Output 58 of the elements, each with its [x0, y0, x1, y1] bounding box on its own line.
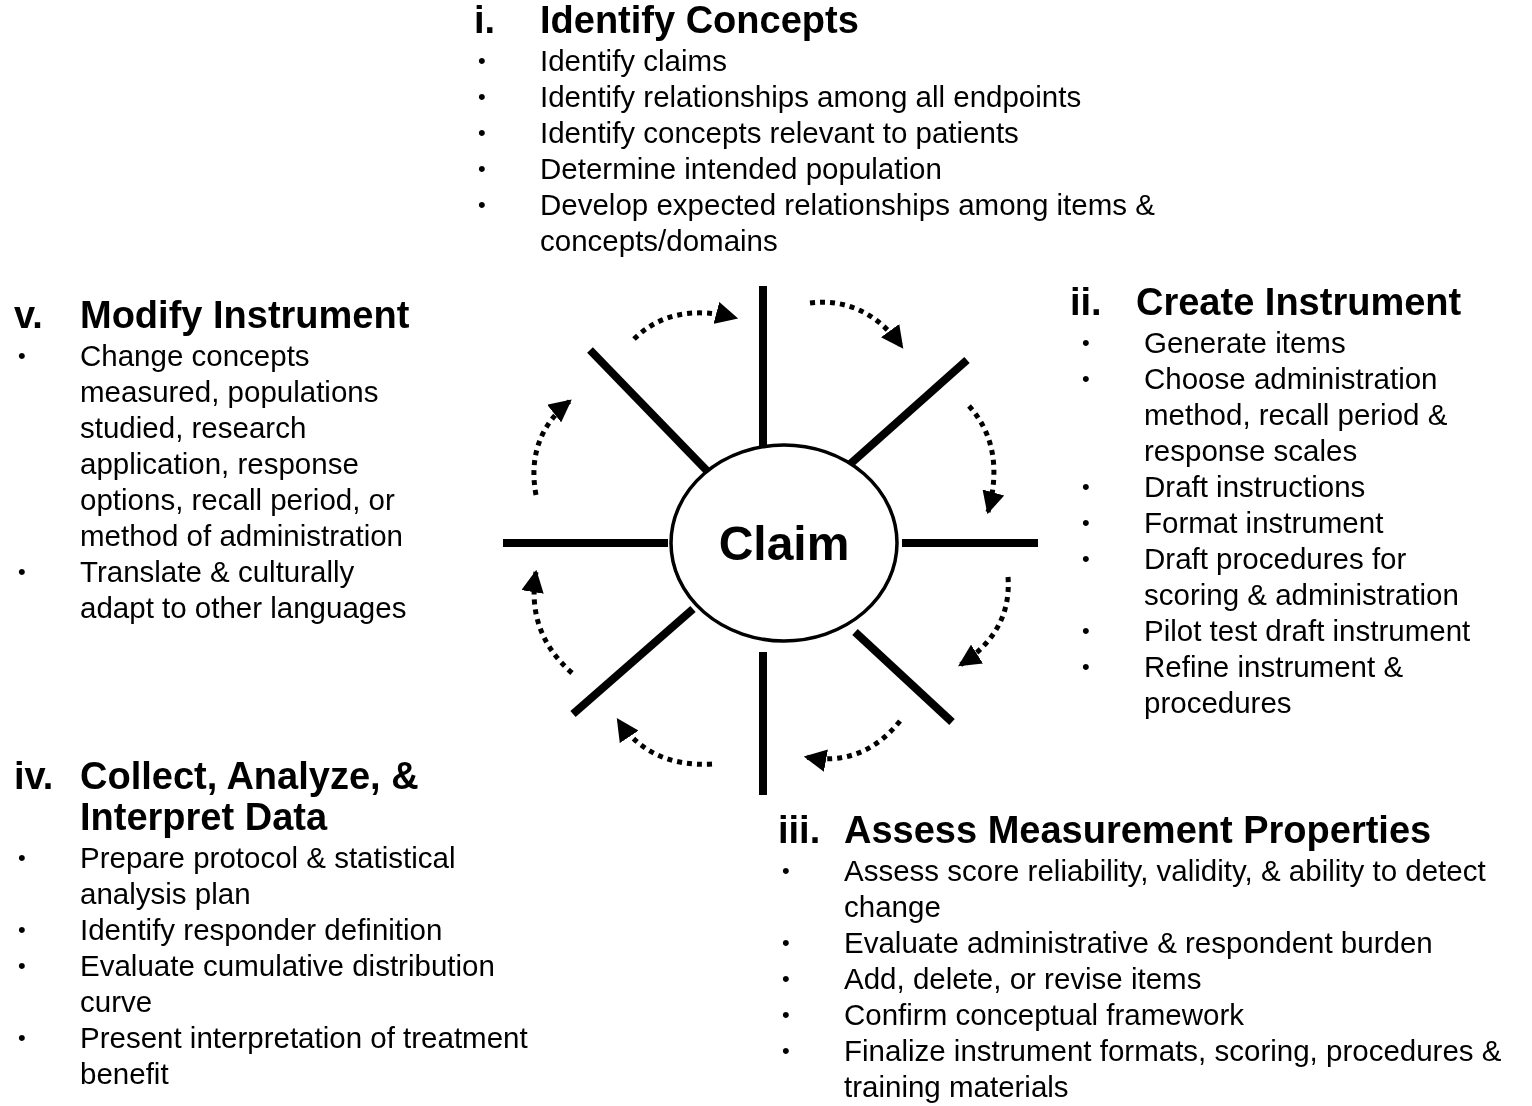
bullet-marker: •: [781, 1001, 791, 1029]
bullet-text: Add, delete, or revise items: [844, 961, 1203, 997]
bullet-marker: •: [477, 83, 487, 111]
bullet-marker: •: [781, 965, 791, 993]
bullet-text: Identify relationships among all endpoints: [540, 79, 1083, 115]
section-number: i.: [474, 0, 497, 41]
bullet-text: Format instrument: [1144, 505, 1385, 541]
bullet-marker: •: [1081, 473, 1091, 501]
section-heading: Collect, Analyze, & Interpret Data: [80, 756, 420, 838]
bullet-marker: •: [477, 155, 487, 183]
section-number: ii.: [1070, 282, 1103, 323]
bullet-marker: •: [1081, 365, 1091, 393]
bullet-text: Identify claims: [540, 43, 728, 79]
section-heading: Create Instrument: [1136, 282, 1463, 323]
bullet-marker: •: [17, 558, 27, 586]
section-heading: Identify Concepts: [540, 0, 860, 41]
bullet-text: Draft procedures for scoring & administration: [1144, 541, 1460, 613]
bullet-marker: •: [17, 952, 27, 980]
bullet-marker: •: [17, 844, 27, 872]
bullet-marker: •: [477, 191, 487, 219]
bullet-marker: •: [1081, 617, 1091, 645]
bullet-marker: •: [17, 342, 27, 370]
node-label: Claim: [718, 515, 850, 571]
claim-ellipse: [669, 443, 899, 643]
bullet-marker: •: [781, 1037, 791, 1065]
bullet-marker: •: [1081, 545, 1091, 573]
bullet-text: Assess score reliability, validity, & ability to detect change: [844, 853, 1487, 925]
bullet-marker: •: [17, 1024, 27, 1052]
section-number: iii.: [778, 810, 822, 851]
bullet-text: Translate & culturally adapt to other languages: [80, 554, 408, 626]
section-number: v.: [14, 295, 44, 336]
section-heading: Modify Instrument: [80, 295, 411, 336]
bullet-text: Evaluate cumulative distribution curve: [80, 948, 496, 1020]
bullet-marker: •: [1081, 329, 1091, 357]
bullet-text: Generate items: [1144, 325, 1347, 361]
bullet-text: Choose administration method, recall period & response scales: [1144, 361, 1449, 469]
bullet-text: Refine instrument & procedures: [1144, 649, 1405, 721]
bullet-marker: •: [781, 857, 791, 885]
bullet-marker: •: [477, 119, 487, 147]
bullet-marker: •: [1081, 653, 1091, 681]
bullet-text: Evaluate administrative & respondent burden: [844, 925, 1434, 961]
bullet-text: Change concepts measured, populations studied, research application, response options, recall period, or method of administration: [80, 338, 405, 554]
bullet-text: Draft instructions: [1144, 469, 1367, 505]
bullet-text: Finalize instrument formats, scoring, procedures & training materials: [844, 1033, 1503, 1105]
bullet-marker: •: [1081, 509, 1091, 537]
bullet-text: Determine intended population: [540, 151, 943, 187]
bullet-text: Prepare protocol & statistical analysis plan: [80, 840, 457, 912]
bullet-text: Develop expected relationships among items & concepts/domains: [540, 187, 1156, 259]
bullet-text: Identify responder definition: [80, 912, 444, 948]
bullet-text: Pilot test draft instrument: [1144, 613, 1472, 649]
bullet-marker: •: [477, 47, 487, 75]
bullet-text: Present interpretation of treatment benefit: [80, 1020, 529, 1092]
section-heading: Assess Measurement Properties: [844, 810, 1433, 851]
section-number: iv.: [14, 756, 55, 797]
bullet-marker: •: [781, 929, 791, 957]
bullet-text: Identify concepts relevant to patients: [540, 115, 1020, 151]
bullet-marker: •: [17, 916, 27, 944]
bullet-text: Confirm conceptual framework: [844, 997, 1246, 1033]
